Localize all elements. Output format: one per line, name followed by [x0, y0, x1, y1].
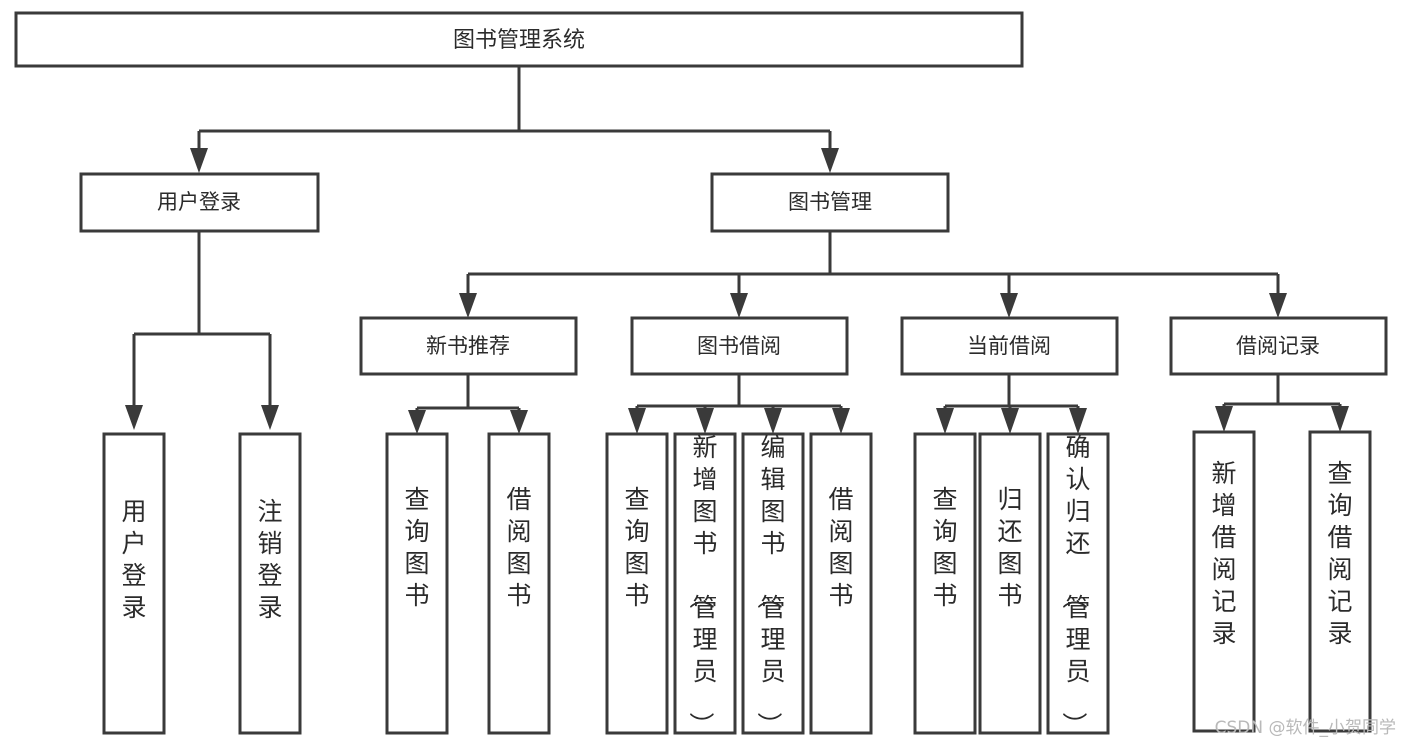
connector-group-new-book [408, 374, 528, 434]
node-borrow-record-leaf-2[interactable]: 查询借阅记录 [1308, 430, 1372, 733]
node-current-borrow-leaf-3-label: 确认归还（管理员） [1059, 433, 1090, 737]
node-book-borrow-leaf-2[interactable]: 新增图书（管理员） [673, 432, 737, 737]
node-book-borrow-leaf-2-label: 新增图书（管理员） [686, 433, 717, 737]
node-user-login-box[interactable] [79, 172, 320, 233]
connector-group-user-login [125, 231, 279, 430]
node-current-borrow-leaf-2-label: 归还图书 [997, 485, 1022, 610]
arrow-head-borrow-record-leaf-1 [1215, 406, 1233, 432]
node-user-login-leaf-1[interactable]: 用户登录 [102, 432, 166, 735]
arrow-head-book-borrow [730, 293, 748, 318]
node-current-borrow-leaf-1-label: 查询图书 [932, 485, 957, 610]
arrow-head-current-borrow [1000, 293, 1018, 318]
node-book-manage-label: 图书管理 [788, 190, 872, 214]
node-borrow-record-box[interactable] [1169, 316, 1388, 376]
connector-group-book-manage [459, 231, 1287, 318]
node-user-login-leaf-2-box[interactable] [238, 432, 302, 735]
node-user-login-leaf-1-label: 用户登录 [121, 497, 146, 622]
arrow-head-book-borrow-leaf-4 [832, 408, 850, 434]
arrow-head-new-book-leaf-2 [510, 410, 528, 434]
node-current-borrow[interactable]: 当前借阅 [900, 316, 1119, 376]
node-book-manage[interactable]: 图书管理 [710, 172, 950, 233]
node-borrow-record-leaf-1-box[interactable] [1192, 430, 1256, 733]
node-book-borrow-box[interactable] [630, 316, 849, 376]
watermark-label: CSDN @软件_小贺同学 [1215, 718, 1396, 738]
arrow-head-user-login [190, 148, 208, 173]
node-root-label: 图书管理系统 [453, 28, 585, 53]
arrow-head-current-borrow-leaf-2 [1001, 408, 1019, 434]
node-new-book-leaf-2[interactable]: 借阅图书 [487, 432, 551, 735]
node-new-book-leaf-1-box[interactable] [385, 432, 449, 735]
connector-group-root [190, 66, 839, 173]
node-book-borrow-leaf-3[interactable]: 编辑图书（管理员） [741, 432, 805, 737]
node-new-book[interactable]: 新书推荐 [359, 316, 578, 376]
node-new-book-leaf-1[interactable]: 查询图书 [385, 432, 449, 735]
node-current-borrow-leaf-1-box[interactable] [913, 432, 977, 735]
node-user-login-leaf-2-label: 注销登录 [257, 497, 282, 622]
arrow-head-current-borrow-leaf-3 [1069, 408, 1087, 434]
node-book-borrow[interactable]: 图书借阅 [630, 316, 849, 376]
arrow-head-book-borrow-leaf-3 [764, 408, 782, 434]
node-borrow-record-leaf-1[interactable]: 新增借阅记录 [1192, 430, 1256, 733]
arrow-head-borrow-record [1269, 293, 1287, 318]
arrow-head-user-login-leaf-1 [125, 405, 143, 430]
node-book-borrow-leaf-1-box[interactable] [605, 432, 669, 735]
arrow-head-new-book-leaf-1 [408, 410, 426, 434]
node-book-borrow-label: 图书借阅 [697, 334, 781, 358]
node-book-manage-box[interactable] [710, 172, 950, 233]
node-new-book-leaf-2-box[interactable] [487, 432, 551, 735]
node-current-borrow-label: 当前借阅 [967, 334, 1051, 358]
node-book-borrow-leaf-3-label: 编辑图书（管理员） [754, 433, 785, 737]
node-borrow-record-leaf-2-box[interactable] [1308, 430, 1372, 733]
node-user-login-label: 用户登录 [157, 190, 241, 214]
node-new-book-leaf-2-label: 借阅图书 [506, 485, 531, 610]
node-current-borrow-leaf-3-box[interactable] [1046, 432, 1110, 735]
node-book-borrow-leaf-4-label: 借阅图书 [828, 485, 853, 610]
node-book-borrow-leaf-1-label: 查询图书 [624, 485, 649, 610]
node-borrow-record-leaf-2-label: 查询借阅记录 [1327, 459, 1352, 648]
node-current-borrow-leaf-1[interactable]: 查询图书 [913, 432, 977, 735]
node-book-borrow-leaf-2-box[interactable] [673, 432, 737, 735]
node-new-book-box[interactable] [359, 316, 578, 376]
arrow-head-new-book [459, 293, 477, 318]
node-borrow-record-label: 借阅记录 [1236, 334, 1320, 358]
node-user-login[interactable]: 用户登录 [79, 172, 320, 233]
node-new-book-leaf-1-label: 查询图书 [404, 485, 429, 610]
node-book-borrow-leaf-3-box[interactable] [741, 432, 805, 735]
node-root-box[interactable] [14, 11, 1024, 68]
node-new-book-label: 新书推荐 [426, 334, 510, 358]
node-book-borrow-leaf-1[interactable]: 查询图书 [605, 432, 669, 735]
arrow-head-book-borrow-leaf-1 [628, 408, 646, 434]
node-borrow-record[interactable]: 借阅记录 [1169, 316, 1388, 376]
arrow-head-borrow-record-leaf-2 [1331, 406, 1349, 432]
connector-group-current-borrow [936, 374, 1087, 434]
node-borrow-record-leaf-1-label: 新增借阅记录 [1211, 459, 1236, 648]
connector-group-borrow-record [1215, 374, 1349, 432]
arrow-head-book-manage [821, 148, 839, 173]
connector-group-book-borrow [628, 374, 850, 434]
node-user-login-leaf-1-box[interactable] [102, 432, 166, 735]
arrow-head-user-login-leaf-2 [261, 405, 279, 430]
arrow-head-book-borrow-leaf-2 [696, 408, 714, 434]
node-book-borrow-leaf-4[interactable]: 借阅图书 [809, 432, 873, 735]
node-current-borrow-box[interactable] [900, 316, 1119, 376]
arrow-head-current-borrow-leaf-1 [936, 408, 954, 434]
node-root[interactable]: 图书管理系统 [14, 11, 1024, 68]
node-current-borrow-leaf-3[interactable]: 确认归还（管理员） [1046, 432, 1110, 737]
node-current-borrow-leaf-2[interactable]: 归还图书 [978, 432, 1042, 735]
node-user-login-leaf-2[interactable]: 注销登录 [238, 432, 302, 735]
node-current-borrow-leaf-2-box[interactable] [978, 432, 1042, 735]
node-book-borrow-leaf-4-box[interactable] [809, 432, 873, 735]
